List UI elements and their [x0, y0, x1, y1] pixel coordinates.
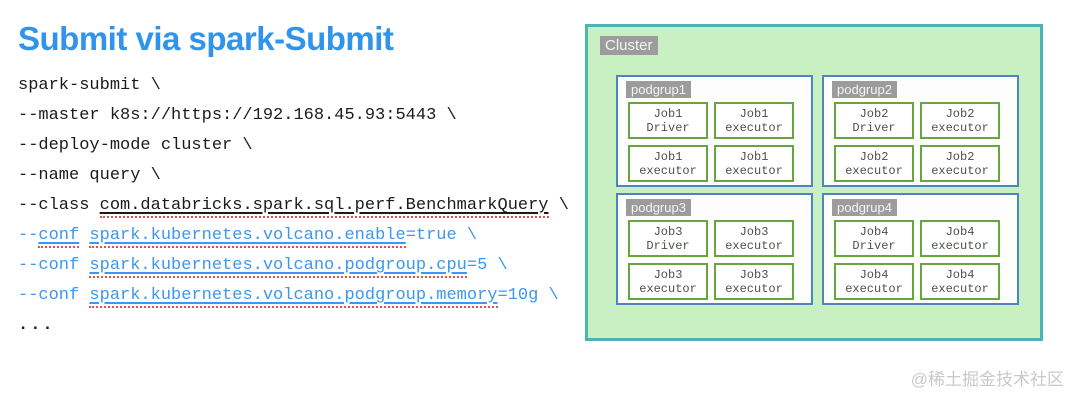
podgroup-1-label: podgrup1: [626, 81, 691, 98]
watermark: @稀土掘金技术社区: [910, 370, 1064, 389]
conf1-dashes: --: [18, 226, 39, 245]
job-name: Job2: [859, 149, 889, 164]
command-line-conf-cpu: --conf spark.kubernetes.volcano.podgroup…: [18, 251, 569, 281]
cluster-label: Cluster: [600, 36, 658, 55]
podgroup-2-label: podgrup2: [832, 81, 897, 98]
command-block: spark-submit \ --master k8s://https://19…: [18, 71, 569, 341]
job-role: executor: [931, 281, 989, 296]
class-suffix: \: [548, 196, 569, 215]
job-role: executor: [725, 120, 783, 135]
job-name: Job4: [859, 267, 889, 282]
command-line-master: --master k8s://https://192.168.45.93:544…: [18, 106, 457, 125]
job-name: Job4: [859, 224, 889, 239]
conf2-key: spark.kubernetes.volcano.podgroup.cpu: [89, 256, 467, 278]
conf2-value: =5 \: [466, 256, 508, 275]
job-name: Job2: [945, 149, 975, 164]
job-name: Job1: [739, 149, 769, 164]
job-name: Job2: [945, 106, 975, 121]
job-role: Driver: [852, 238, 896, 253]
conf3-flag: --conf: [18, 286, 90, 305]
job-name: Job2: [859, 106, 889, 121]
conf2-flag: --conf: [18, 256, 90, 275]
conf1-key: spark.kubernetes.volcano.enable: [89, 226, 406, 248]
job-name: Job1: [739, 106, 769, 121]
page-title: Submit via spark-Submit: [18, 20, 394, 57]
job-name: Job3: [739, 224, 769, 239]
command-line-conf-enable: --conf spark.kubernetes.volcano.enable=t…: [18, 221, 569, 251]
job-name: Job4: [945, 224, 975, 239]
job-role: executor: [931, 238, 989, 253]
job-name: Job3: [653, 267, 683, 282]
job-role: Driver: [646, 238, 690, 253]
conf1-word: conf: [38, 226, 80, 248]
job-role: executor: [845, 163, 903, 178]
conf3-key: spark.kubernetes.volcano.podgroup.memory: [89, 286, 498, 308]
job-role: executor: [725, 281, 783, 296]
job-role: Driver: [852, 120, 896, 135]
job-role: executor: [931, 120, 989, 135]
job-name: Job1: [653, 106, 683, 121]
command-line-deploy-mode: --deploy-mode cluster \: [18, 136, 253, 155]
class-flag: --class: [18, 196, 100, 215]
class-path: com.databricks.spark.sql.perf.BenchmarkQ…: [99, 196, 549, 218]
job-name: Job4: [945, 267, 975, 282]
job-role: executor: [845, 281, 903, 296]
command-line-name: --name query \: [18, 166, 161, 185]
command-line-ellipsis: ...: [18, 316, 55, 335]
job-name: Job3: [739, 267, 769, 282]
job-role: executor: [931, 163, 989, 178]
command-line-spark-submit: spark-submit \: [18, 76, 161, 95]
job-role: executor: [725, 163, 783, 178]
conf1-space: [79, 226, 89, 245]
podgroup-3-label: podgrup3: [626, 199, 691, 216]
job-role: Driver: [646, 120, 690, 135]
command-line-class: --class com.databricks.spark.sql.perf.Be…: [18, 191, 569, 221]
job-role: executor: [639, 281, 697, 296]
job-role: executor: [725, 238, 783, 253]
conf3-value: =10g \: [497, 286, 559, 305]
job-role: executor: [639, 163, 697, 178]
job-name: Job1: [653, 149, 683, 164]
conf1-value: =true \: [405, 226, 478, 245]
command-line-conf-memory: --conf spark.kubernetes.volcano.podgroup…: [18, 281, 569, 311]
job-name: Job3: [653, 224, 683, 239]
podgroup-4-label: podgrup4: [832, 199, 897, 216]
